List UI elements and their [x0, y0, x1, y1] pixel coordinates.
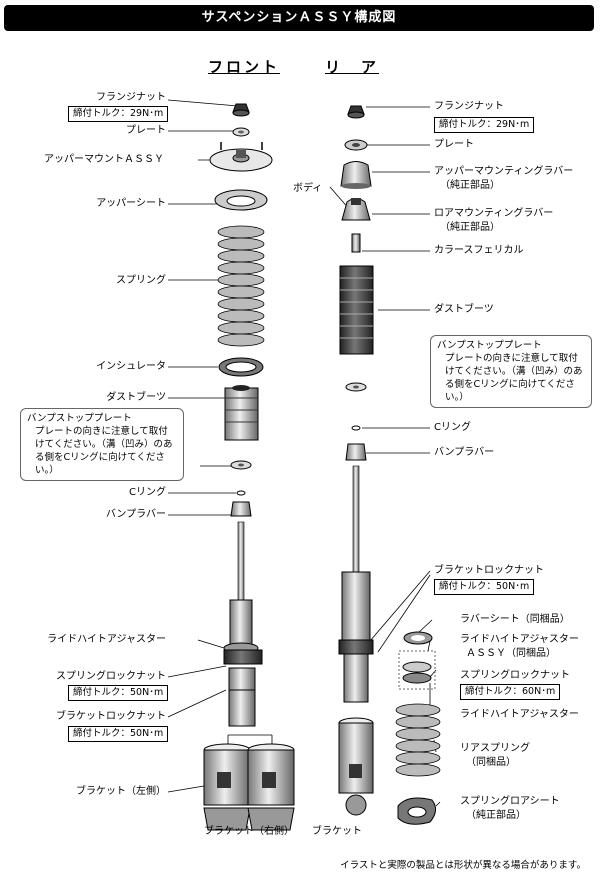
rear-ride-height-adjuster-assy-label: ライドハイトアジャスター — [460, 634, 579, 645]
front-bump-rubber-label: バンプラバー — [105, 509, 166, 520]
front-plate-label: プレート — [126, 125, 166, 136]
rear-bump-stop-note-title: バンプストッププレート — [437, 340, 542, 351]
rear-plate — [344, 139, 368, 151]
front-bracket-right — [247, 743, 295, 831]
rear-spring-lower-seat-label: スプリングロアシート — [460, 796, 560, 807]
rear-dust-boot-label: ダストブーツ — [434, 304, 494, 315]
front-bracket-left-label: ブラケット（左側） — [76, 786, 166, 797]
front-plate — [232, 127, 250, 137]
rear-lower-mounting-rubber-label: ロアマウンティングラバー — [434, 208, 554, 219]
rear-flange-nut — [347, 105, 365, 119]
rear-lower-mounting-rubber — [341, 198, 371, 221]
rear-body-label: ボディ — [293, 183, 323, 194]
rear-bump-stop-plate — [345, 382, 367, 392]
rear-collar-spherical — [351, 233, 361, 253]
rear-bump-rubber-label: バンプラバー — [434, 447, 495, 458]
rear-bracket-label: ブラケット — [312, 826, 362, 837]
front-insulator-label: インシュレータ — [96, 361, 166, 372]
front-bracket-right-label: ブラケット（右側） — [204, 826, 294, 837]
front-c-ring-label: Cリング — [129, 487, 166, 498]
front-upper-seat — [214, 189, 268, 211]
rear-flange-nut-torque: 締付トルク：29N･m — [434, 117, 535, 133]
rear-ride-height-adjuster — [398, 650, 436, 690]
rear-bump-stop-note-body: プレートの向きに注意して取付けてください。（溝（凹み）のある側をCリングに向けて… — [445, 353, 583, 403]
front-spring-label: スプリング — [116, 275, 166, 286]
rear-bump-stop-note: バンプストッププレート プレートの向きに注意して取付けてください。（溝（凹み）の… — [430, 335, 592, 408]
rear-c-ring — [351, 425, 361, 431]
front-bump-stop-note-body: プレートの向きに注意して取付けてください。（溝（凹み）のある側をCリングに向けて… — [35, 426, 173, 476]
rear-heading: リ ア — [325, 58, 380, 76]
rear-rubber-seat — [403, 631, 433, 645]
rear-bracket — [338, 717, 374, 816]
front-upper-seat-label: アッパーシート — [96, 198, 166, 209]
front-flange-nut-label: フランジナット — [96, 92, 166, 103]
front-bracket-lock-nut-torque: 締付トルク：50N･m — [68, 726, 169, 742]
front-flange-nut — [232, 103, 250, 117]
rear-dust-boot — [339, 265, 374, 355]
rear-spring-lock-nut-torque: 締付トルク：60N･m — [460, 684, 561, 700]
rear-spring-lower-seat-sub: （純正部品） — [466, 810, 526, 821]
front-c-ring — [236, 490, 246, 496]
front-upper-mount-label: アッパーマウントＡＳＳＹ — [44, 154, 164, 165]
front-insulator — [218, 357, 264, 377]
front-shock-body — [223, 599, 263, 727]
front-ride-height-adjuster-label: ライドハイトアジャスター — [47, 634, 166, 645]
rear-lower-mounting-rubber-sub: （純正部品） — [440, 222, 500, 233]
rear-shock-body — [338, 571, 374, 703]
front-flange-nut-torque: 締付トルク：29N･m — [68, 106, 169, 122]
rear-spring-lower-seat — [397, 797, 436, 825]
rear-collar-spherical-label: カラースフェリカル — [434, 245, 524, 256]
diagram-title: サスペンションＡＳＳＹ構成図 — [4, 5, 594, 31]
rear-upper-mounting-rubber-label: アッパーマウンティングラバー — [434, 166, 574, 177]
rear-plate-label: プレート — [434, 139, 474, 150]
front-shock-rod — [237, 521, 245, 603]
front-spring — [217, 225, 265, 347]
rear-rubber-seat-label: ラバーシート（同梱品） — [460, 614, 570, 625]
rear-shock-rod — [352, 465, 360, 575]
rear-bump-rubber — [345, 443, 367, 461]
rear-spring — [395, 703, 441, 777]
rear-bracket-lock-nut-torque: 締付トルク：50N･m — [434, 579, 535, 595]
front-heading: フロント — [208, 58, 281, 76]
front-spring-lock-nut-torque: 締付トルク：50N･m — [68, 685, 169, 701]
front-bump-rubber — [230, 501, 252, 517]
front-bump-stop-note-title: バンプストッププレート — [27, 413, 132, 424]
front-spring-lock-nut-label: スプリングロックナット — [56, 671, 166, 682]
front-bracket-left — [203, 743, 251, 831]
front-dust-boot-label: ダストブーツ — [106, 392, 166, 403]
front-dust-boot — [224, 385, 259, 441]
rear-flange-nut-label: フランジナット — [434, 101, 504, 112]
rear-c-ring-label: Cリング — [434, 422, 471, 433]
front-bump-stop-note: バンプストッププレート プレートの向きに注意して取付けてください。（溝（凹み）の… — [20, 408, 184, 481]
front-bracket-lock-nut-label: ブラケットロックナット — [56, 711, 166, 722]
rear-upper-mounting-rubber — [340, 161, 372, 189]
front-bump-stop-plate — [230, 460, 252, 470]
disclaimer-footer: イラストと実際の製品とは形状が異なる場合があります。 — [340, 860, 586, 871]
rear-bracket-lock-nut-label: ブラケットロックナット — [434, 565, 544, 576]
rear-ride-height-adjuster-assy-label-2: ＡＳＳＹ（同梱品） — [466, 648, 556, 659]
rear-ride-height-adjuster-label: ライドハイトアジャスター — [460, 709, 579, 720]
rear-spring-label: リアスプリング — [460, 743, 530, 754]
front-upper-mount — [209, 142, 273, 172]
rear-spring-sub: （同梱品） — [466, 757, 516, 768]
rear-spring-lock-nut-label: スプリングロックナット — [460, 670, 570, 681]
leader-lines — [167, 99, 441, 807]
rear-upper-mounting-rubber-sub: （純正部品） — [440, 180, 500, 191]
